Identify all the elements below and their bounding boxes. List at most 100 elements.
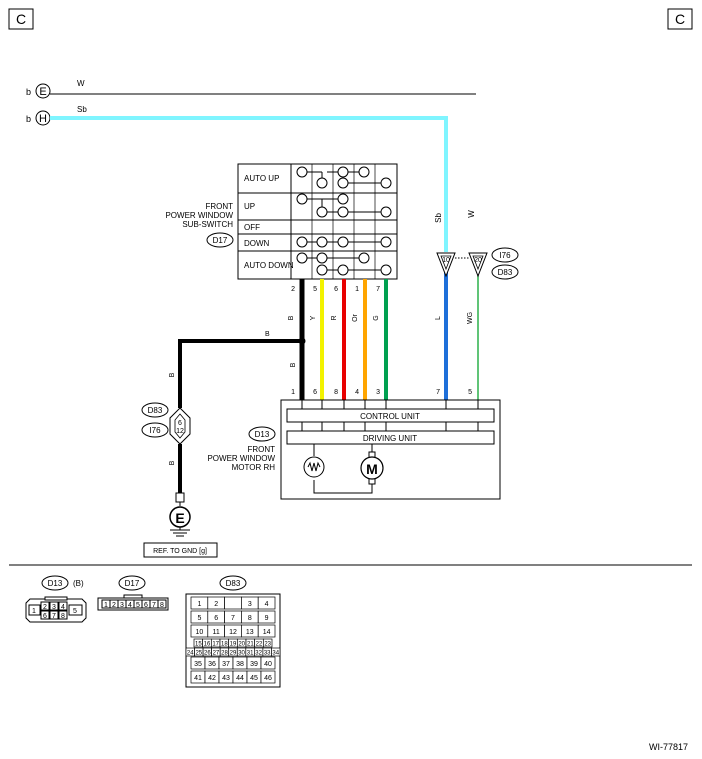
switch-pin-6: 6	[334, 286, 338, 293]
view-d83-pin: 26	[204, 651, 211, 657]
view-d83-pin: 25	[195, 651, 202, 657]
view-d83-pin: 22	[256, 642, 263, 648]
view-d83-pin: 2	[214, 601, 218, 608]
page-mark-left-box	[8, 8, 34, 30]
bus-sb-label: Sb	[77, 105, 87, 114]
view-d13-body	[25, 596, 87, 623]
driving-unit-box	[286, 430, 495, 445]
view-d83-pin: 43	[222, 675, 230, 682]
svg-text:20: 20	[474, 257, 482, 264]
view-d83-pin: 44	[236, 675, 244, 682]
view-d17-pin-6: 6	[144, 602, 148, 609]
motor-icon	[360, 456, 384, 480]
view-d83-pin: 41	[194, 675, 202, 682]
wire-label-r: R	[331, 315, 338, 320]
view-d83-pin: 11	[213, 629, 220, 636]
view-d83-pin: 9	[265, 615, 269, 622]
bus-e-prefix: b	[26, 87, 31, 97]
sub-switch-title-1: FRONT	[205, 202, 233, 211]
view-d17-pin-1: 1	[104, 602, 108, 609]
ref-gnd-box	[143, 542, 218, 558]
switch-row-auto-down: AUTO DOWN	[244, 261, 294, 270]
view-d17-pin-8: 8	[160, 602, 164, 609]
view-d83-pin: 8	[248, 615, 252, 622]
switch-row-off: OFF	[244, 223, 260, 232]
control-unit-label: CONTROL UNIT	[360, 412, 420, 421]
splice-point	[298, 337, 306, 345]
view-d83-cell	[271, 647, 281, 657]
d13-connector-label: D13	[255, 430, 270, 439]
view-d13-label: D13	[48, 579, 63, 588]
view-d13-note: (B)	[73, 579, 84, 588]
view-d13-pin-6: 6	[43, 613, 47, 620]
ground-wire-label-lower: B	[169, 460, 176, 465]
view-d83-pin: 13	[246, 629, 254, 636]
view-d83-pin: 6	[214, 615, 218, 622]
ground-d83-oval	[141, 402, 169, 418]
view-d83-pin: 33	[264, 651, 271, 657]
wire-label-l: L	[435, 316, 442, 320]
view-d13-oval	[41, 575, 69, 591]
wire-label-b: B	[288, 315, 295, 320]
switch-row-up: UP	[244, 202, 255, 211]
page-mark-right: C	[675, 11, 685, 27]
connector-e-symbol	[35, 83, 51, 99]
view-d13-pins: 1 2 3 4 5 6 7 8	[32, 604, 77, 620]
motor-pin-8: 8	[334, 389, 338, 396]
motor-pin-6: 6	[313, 389, 317, 396]
branch-wire-label-vertical: B	[290, 362, 297, 367]
ground-i76-oval	[141, 422, 169, 438]
d83-connector-oval	[491, 264, 519, 280]
view-d83-pin: 46	[264, 675, 272, 682]
view-d83-pin: 31	[247, 651, 254, 657]
wire-label-wg: WG	[467, 312, 474, 324]
view-d83-pin: 24	[187, 651, 194, 657]
svg-text:10: 10	[442, 257, 450, 264]
bus-h-connector: H	[39, 113, 47, 125]
view-d83-pin: 19	[230, 642, 237, 648]
d13-connector-oval	[248, 426, 276, 442]
view-d83-pin: 18	[221, 642, 228, 648]
view-d83-pin: 42	[208, 675, 216, 682]
view-d13-pin-4: 4	[61, 604, 65, 611]
view-d83-pin: 17	[212, 642, 219, 648]
view-d13-pin-3: 3	[52, 604, 56, 611]
view-d83-pin: 23	[264, 642, 271, 648]
view-d83-pin: 10	[196, 629, 204, 636]
view-d83-oval	[219, 575, 247, 591]
motor-symbol-label: M	[366, 461, 378, 477]
view-d13-pin-7: 7	[52, 613, 56, 620]
switch-row-down: DOWN	[244, 239, 270, 248]
view-d83-cell	[224, 596, 242, 610]
ground-icon	[170, 527, 190, 537]
ground-terminal-lug	[175, 492, 185, 503]
view-d83-pin: 5	[197, 615, 201, 622]
switch-pin-1: 1	[355, 286, 359, 293]
view-d83-pin: 39	[250, 661, 258, 668]
view-d83-pin: 3	[248, 601, 252, 608]
motor-pin-4: 4	[355, 389, 359, 396]
view-d83-cell	[257, 610, 276, 624]
view-d83-pin: 15	[195, 642, 202, 648]
view-d83-pin: 20	[238, 642, 245, 648]
view-d83-pin: 45	[250, 675, 258, 682]
view-d17-pin-5: 5	[136, 602, 140, 609]
view-d83-pin: 32	[255, 651, 262, 657]
ground-terminal-12: 12	[176, 428, 184, 435]
view-d83-pin: 12	[229, 629, 237, 636]
sub-switch-title-3: SUB-SWITCH	[182, 220, 233, 229]
switch-pin-5: 5	[313, 286, 317, 293]
view-d83-pin: 7	[231, 615, 235, 622]
view-d83-cell	[260, 656, 276, 670]
i76-connector-oval	[491, 247, 519, 263]
switch-pin-2: 2	[291, 286, 295, 293]
wire-label-g: G	[373, 315, 380, 320]
page-mark-left: C	[16, 11, 26, 27]
view-d83-cell	[257, 596, 276, 610]
control-unit-box	[286, 408, 495, 423]
view-d83-pin: 14	[263, 629, 271, 636]
view-d83-pin: 16	[204, 642, 211, 648]
ground-wire-label-upper: B	[169, 372, 176, 377]
